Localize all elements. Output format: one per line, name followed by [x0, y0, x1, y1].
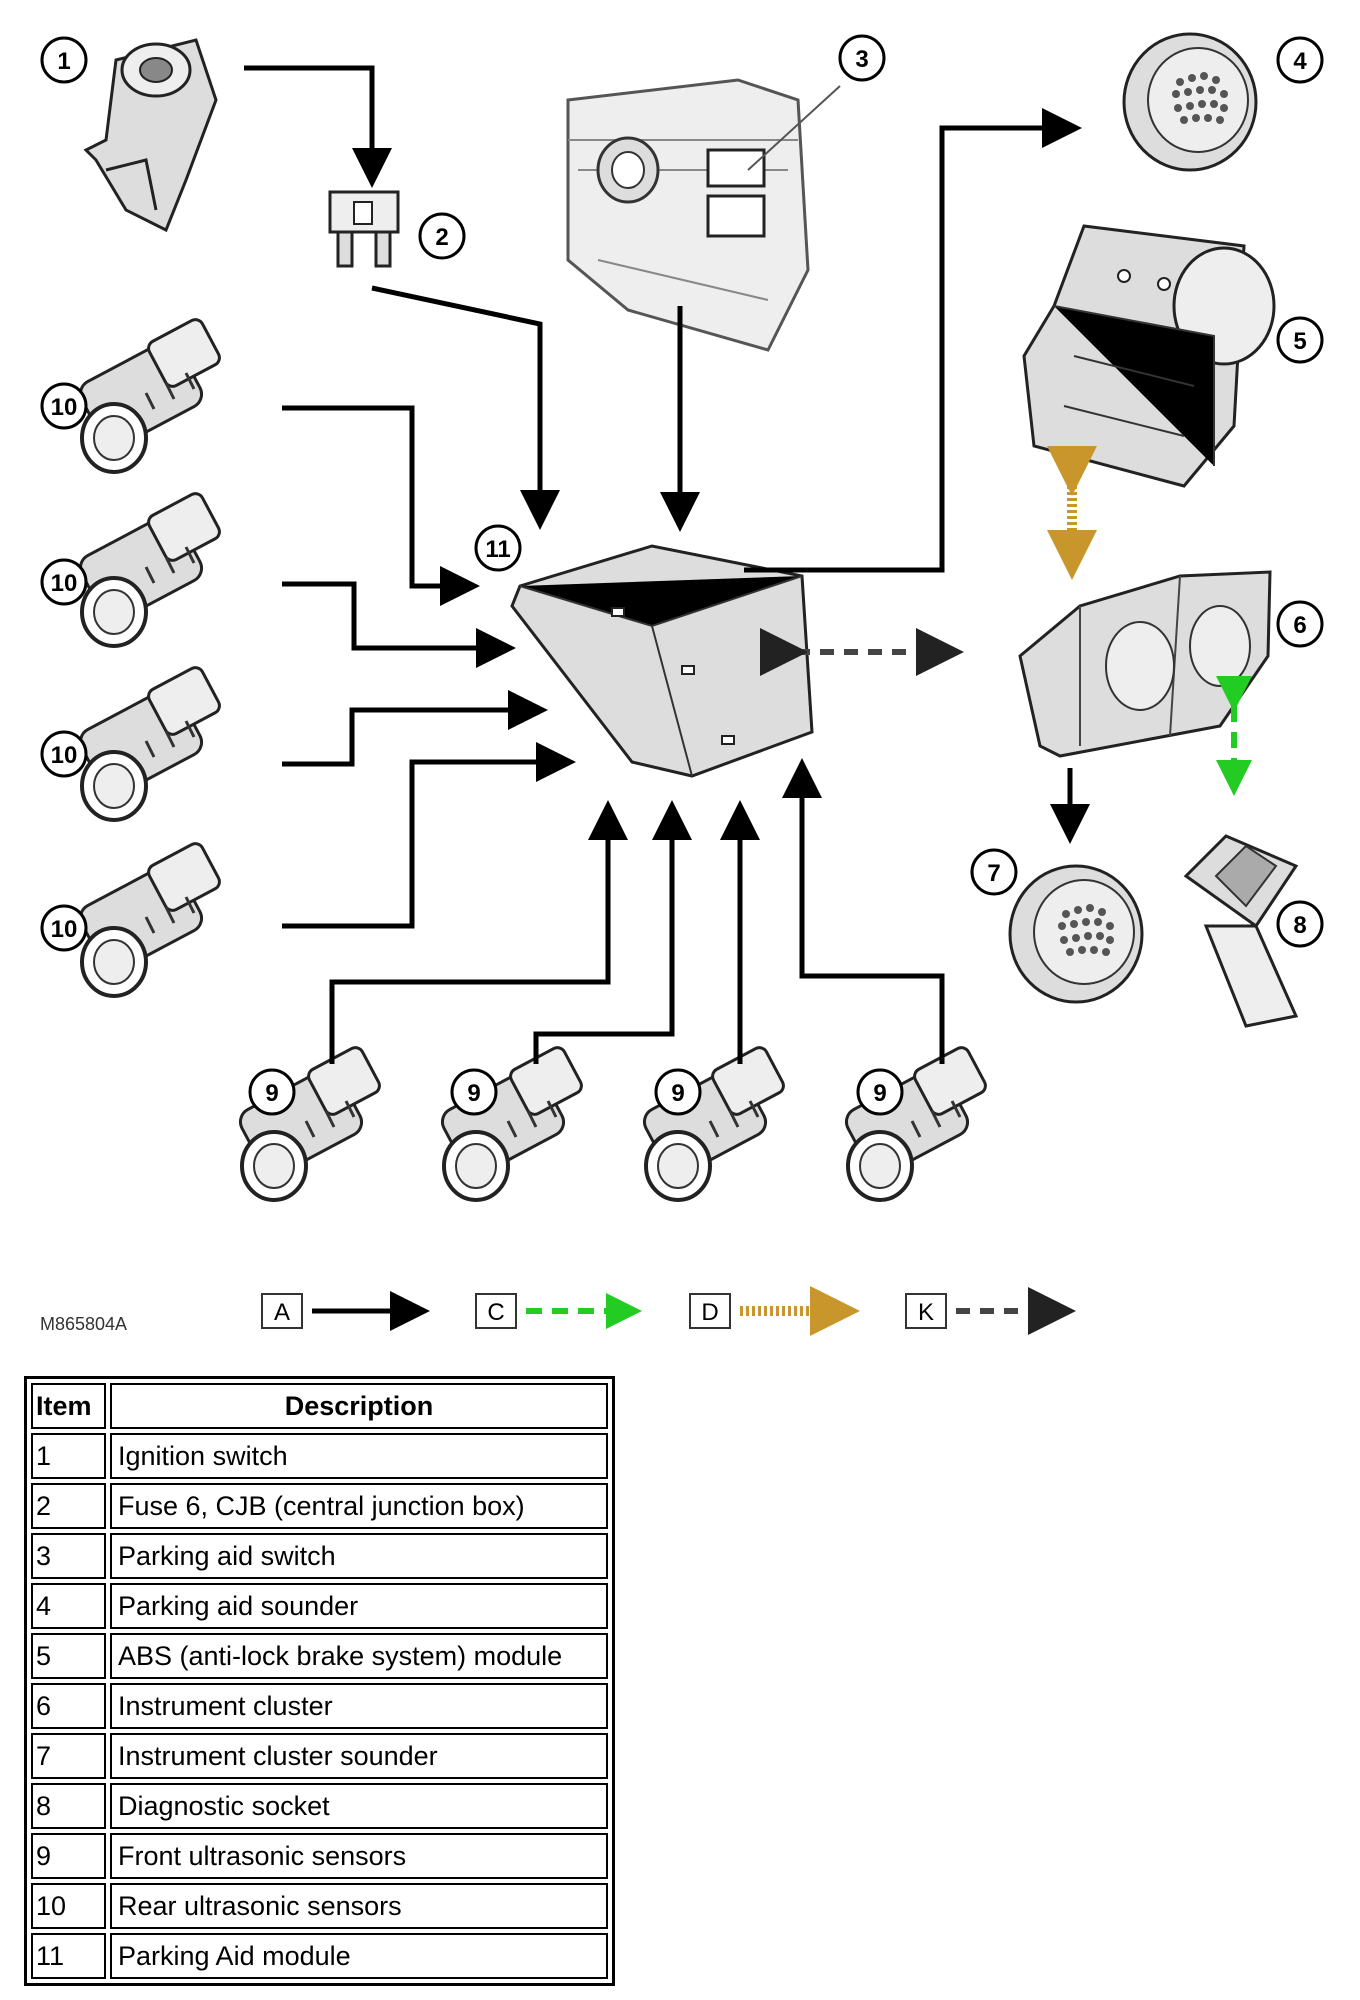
figure-code: M865804A [40, 1314, 127, 1334]
connection-2-11 [371, 285, 560, 530]
column-header-description: Description [110, 1383, 608, 1429]
item-number: 1 [31, 1433, 106, 1479]
key-label-d: D [701, 1299, 718, 1326]
front-sensor-drawing [435, 1042, 587, 1202]
item-description: Front ultrasonic sensors [110, 1833, 608, 1879]
item-number: 8 [31, 1783, 106, 1829]
item-description: Rear ultrasonic sensors [110, 1883, 608, 1929]
connection-1-2 [244, 65, 392, 188]
item-number: 2 [31, 1483, 106, 1529]
rear-sensor-drawing [73, 314, 225, 474]
parking-aid-module-drawing [510, 544, 814, 778]
key-label-a: A [274, 1299, 290, 1326]
table-header-row: Item Description [31, 1383, 608, 1429]
callout-label: 10 [51, 742, 78, 769]
item-number: 3 [31, 1533, 106, 1579]
rear-sensor-drawing [73, 838, 225, 998]
item-description: Ignition switch [110, 1433, 608, 1479]
fuse-drawing [328, 190, 400, 268]
parking-aid-sounder-drawing [1122, 32, 1258, 172]
item-description: Diagnostic socket [110, 1783, 608, 1829]
connection-10-11 [282, 581, 516, 668]
callout-label: 3 [855, 46, 868, 73]
item-number: 11 [31, 1933, 106, 1979]
callout-label: 9 [265, 1080, 278, 1107]
item-description: ABS (anti-lock brake system) module [110, 1633, 608, 1679]
item-number: 10 [31, 1883, 106, 1929]
connection-9-11 [533, 800, 692, 1064]
connection-10-11 [282, 690, 548, 767]
connection-9-11 [782, 758, 945, 1064]
callout-label: 10 [51, 394, 78, 421]
callout-label: 10 [51, 916, 78, 943]
instrument-cluster-sounder-drawing [1008, 864, 1144, 1004]
callout-label: 1 [57, 48, 70, 75]
column-header-item: Item [31, 1383, 106, 1429]
callout-label: 8 [1293, 912, 1306, 939]
item-description: Instrument cluster sounder [110, 1733, 608, 1779]
rear-sensor-drawing [73, 488, 225, 648]
callout-label: 4 [1293, 48, 1307, 75]
front-sensor-drawing [839, 1042, 991, 1202]
callout-label: 9 [671, 1080, 684, 1107]
connection-10-11 [282, 742, 576, 929]
callout-label: 5 [1293, 328, 1306, 355]
connection-10-11 [282, 405, 480, 606]
item-description: Fuse 6, CJB (central junction box) [110, 1483, 608, 1529]
callout-label: 9 [873, 1080, 886, 1107]
front-sensor-drawing [637, 1042, 789, 1202]
diagnostic-socket-drawing [1183, 834, 1299, 1028]
item-description: Instrument cluster [110, 1683, 608, 1729]
front-sensor-drawing [233, 1042, 385, 1202]
connection-11-4 [744, 108, 1082, 573]
item-number: 9 [31, 1833, 106, 1879]
key-label-k: K [918, 1299, 934, 1326]
callout-label: 2 [435, 224, 448, 251]
line-key: A C D K [261, 1286, 1076, 1336]
item-description: Parking aid sounder [110, 1583, 608, 1629]
item-description: Parking aid switch [110, 1533, 608, 1579]
abs-module-drawing [1022, 224, 1276, 488]
key-label-c: C [487, 1299, 504, 1326]
instrument-cluster-drawing [1018, 570, 1272, 758]
item-number: 6 [31, 1683, 106, 1729]
callout-label: 11 [485, 536, 510, 563]
rear-sensor-drawing [73, 662, 225, 822]
item-number: 5 [31, 1633, 106, 1679]
callout-label: 7 [987, 860, 1000, 887]
item-number: 4 [31, 1583, 106, 1629]
item-description: Parking Aid module [110, 1933, 608, 1979]
callout-label: 6 [1293, 612, 1306, 639]
connection-9-11 [329, 800, 628, 1064]
item-number: 7 [31, 1733, 106, 1779]
ignition-switch-drawing [83, 38, 218, 233]
system-diagram: 1 2 3 4 5 6 7 8 9 9 9 9 10 10 10 10 11 M… [40, 32, 1324, 1336]
callout-label: 9 [467, 1080, 480, 1107]
parking-aid-switch-drawing [566, 78, 841, 352]
callout-label: 10 [51, 570, 78, 597]
